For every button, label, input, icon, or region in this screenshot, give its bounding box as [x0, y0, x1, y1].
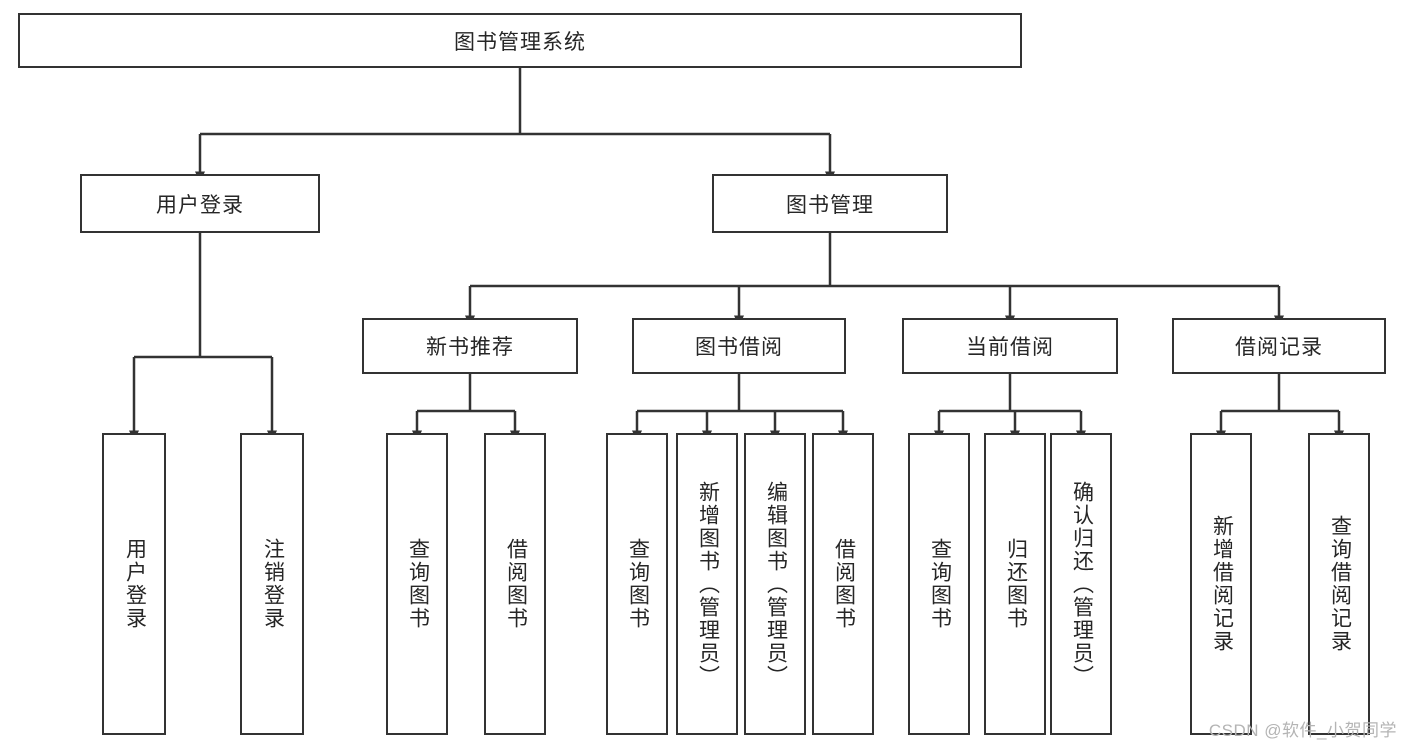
node-label-leaf-bw-edit: 编辑图书（管理员）: [764, 480, 788, 688]
node-leaf-bw-edit[interactable]: 编辑图书（管理员）: [744, 433, 806, 735]
node-leaf-user-logout[interactable]: 注销登录: [240, 433, 304, 735]
node-label-bookmgmt: 图书管理: [786, 193, 874, 217]
node-label-leaf-cu-query: 查询图书: [928, 538, 952, 630]
node-label-leaf-cu-confirm: 确认归还（管理员）: [1070, 480, 1094, 688]
node-label-login: 用户登录: [156, 193, 244, 217]
node-label-leaf-user-logout: 注销登录: [261, 538, 285, 630]
node-leaf-bw-borrow[interactable]: 借阅图书: [812, 433, 874, 735]
node-label-leaf-rc-query: 查询借阅记录: [1328, 515, 1352, 653]
node-label-newbook: 新书推荐: [426, 336, 514, 359]
node-bookmgmt[interactable]: 图书管理: [712, 174, 948, 233]
node-borrow[interactable]: 图书借阅: [632, 318, 846, 374]
node-leaf-cu-return[interactable]: 归还图书: [984, 433, 1046, 735]
node-label-records: 借阅记录: [1235, 336, 1323, 359]
node-label-leaf-cu-return: 归还图书: [1004, 538, 1028, 630]
node-leaf-user-login[interactable]: 用户登录: [102, 433, 166, 735]
node-leaf-cu-query[interactable]: 查询图书: [908, 433, 970, 735]
node-label-leaf-bw-borrow: 借阅图书: [832, 538, 856, 630]
node-label-leaf-bw-query: 查询图书: [626, 538, 650, 630]
node-label-leaf-nb-query: 查询图书: [406, 538, 430, 630]
node-leaf-rc-query[interactable]: 查询借阅记录: [1308, 433, 1370, 735]
node-leaf-nb-borrow[interactable]: 借阅图书: [484, 433, 546, 735]
node-leaf-nb-query[interactable]: 查询图书: [386, 433, 448, 735]
edge-group: [129, 68, 1344, 442]
node-leaf-rc-add[interactable]: 新增借阅记录: [1190, 433, 1252, 735]
node-label-root: 图书管理系统: [454, 30, 586, 54]
node-login[interactable]: 用户登录: [80, 174, 320, 233]
node-records[interactable]: 借阅记录: [1172, 318, 1386, 374]
node-leaf-cu-confirm[interactable]: 确认归还（管理员）: [1050, 433, 1112, 735]
node-label-borrow: 图书借阅: [695, 336, 783, 359]
node-label-leaf-bw-add: 新增图书（管理员）: [696, 480, 720, 688]
watermark-text: CSDN @软件_小贺同学: [1208, 721, 1397, 740]
node-root[interactable]: 图书管理系统: [18, 13, 1022, 68]
node-leaf-bw-query[interactable]: 查询图书: [606, 433, 668, 735]
node-label-leaf-rc-add: 新增借阅记录: [1210, 515, 1234, 653]
node-label-leaf-nb-borrow: 借阅图书: [504, 538, 528, 630]
node-label-current: 当前借阅: [966, 336, 1054, 359]
node-current[interactable]: 当前借阅: [902, 318, 1118, 374]
node-label-leaf-user-login: 用户登录: [123, 538, 147, 630]
node-leaf-bw-add[interactable]: 新增图书（管理员）: [676, 433, 738, 735]
node-newbook[interactable]: 新书推荐: [362, 318, 578, 374]
